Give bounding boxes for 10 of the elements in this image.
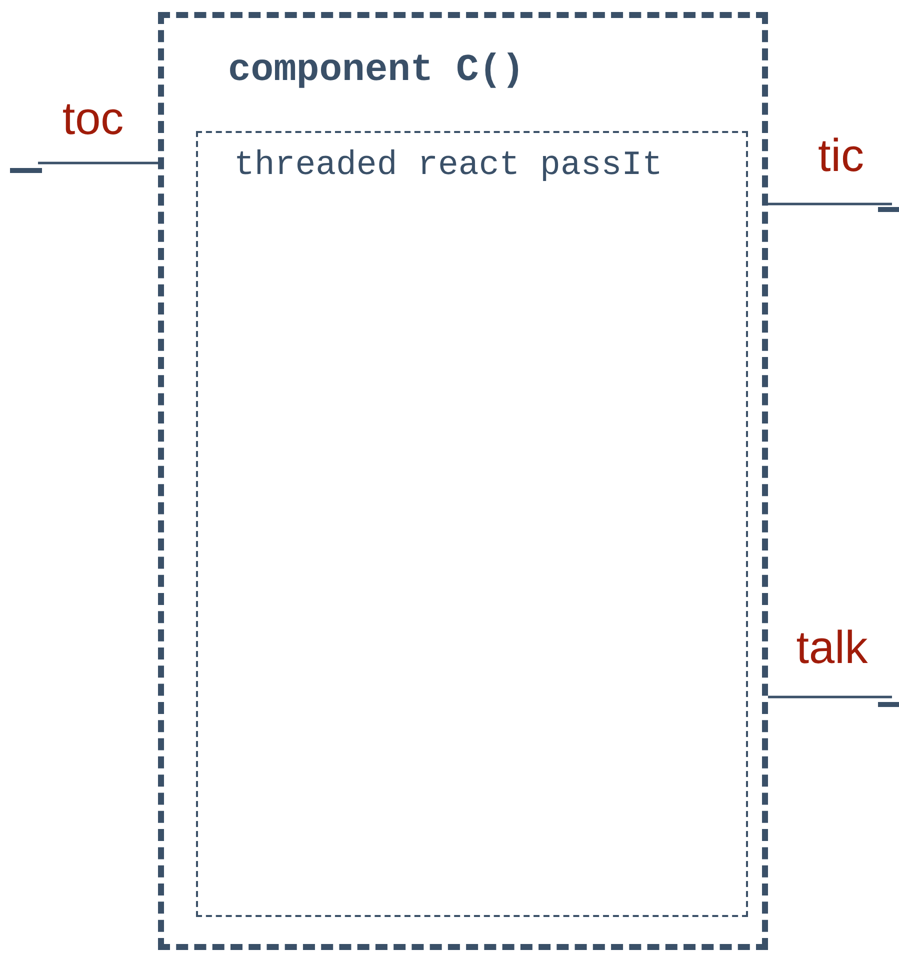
frame-label: threaded react passIt <box>234 149 662 183</box>
inner-frame <box>196 131 748 917</box>
port-line <box>38 162 158 164</box>
port-line <box>768 202 892 206</box>
component-frame <box>158 12 768 950</box>
port-label: tic <box>818 132 864 178</box>
port-label: talk <box>796 624 868 670</box>
port-label: toc <box>62 95 124 141</box>
component-title: component C() <box>228 52 524 90</box>
port-line <box>768 696 892 698</box>
